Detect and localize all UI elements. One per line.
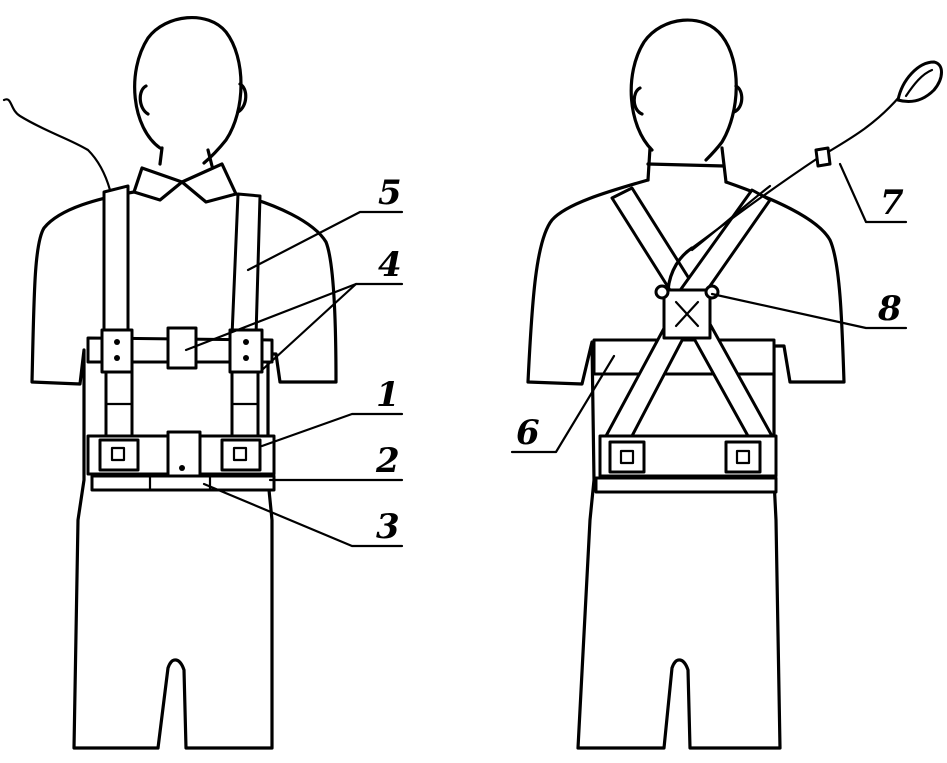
back-ear-right xyxy=(732,84,744,114)
back-lanyard-loop-inner xyxy=(904,68,934,98)
back-body-outline xyxy=(526,178,846,750)
leader-6 xyxy=(510,354,616,454)
back-belt-ring-right-inner xyxy=(735,449,751,465)
callout-2: 2 xyxy=(375,441,400,481)
front-ear-right xyxy=(236,82,248,114)
front-adjuster-left-dot xyxy=(114,339,120,345)
front-neck-right xyxy=(206,148,214,168)
front-belt-ring-left xyxy=(98,438,140,472)
back-lanyard-loop xyxy=(896,60,943,104)
front-central-buckle-dot xyxy=(179,465,185,471)
front-belt-ring-right xyxy=(220,438,262,472)
front-shoulder-strap-left xyxy=(102,184,130,338)
front-adjuster-right xyxy=(228,328,264,374)
back-figure xyxy=(526,18,943,750)
leader-8 xyxy=(710,292,908,330)
back-lanyard-2 xyxy=(690,184,772,252)
front-collar xyxy=(132,162,238,204)
back-upper-belt xyxy=(592,338,776,376)
back-lanyard-snap xyxy=(814,146,832,168)
leader-3 xyxy=(202,482,404,548)
front-adjuster-right-dot xyxy=(243,339,249,345)
front-leaders xyxy=(184,210,404,548)
back-callouts: 7 8 6 xyxy=(516,183,904,453)
back-dring-plate-stitch xyxy=(674,300,700,328)
front-chest-buckle xyxy=(166,326,198,370)
leader-4b xyxy=(260,282,358,372)
leader-7 xyxy=(838,162,908,224)
callout-5: 5 xyxy=(378,173,402,213)
front-callouts: 5 4 1 2 3 xyxy=(375,173,402,547)
leader-1 xyxy=(260,412,404,448)
front-adjuster-right-dot2 xyxy=(243,355,249,361)
callout-4: 4 xyxy=(378,245,402,285)
back-bottom-strap xyxy=(594,476,778,494)
callout-1: 1 xyxy=(376,375,400,415)
back-dring-left xyxy=(654,284,670,300)
callout-3: 3 xyxy=(376,507,400,547)
front-figure xyxy=(2,15,338,750)
back-ring-loop xyxy=(666,246,694,292)
front-ear-left xyxy=(138,84,150,116)
callout-8: 8 xyxy=(877,289,902,329)
front-head xyxy=(133,15,243,165)
back-belt-ring-right xyxy=(724,440,762,474)
front-adjuster-left-dot2 xyxy=(114,355,120,361)
front-body-outline xyxy=(30,190,338,750)
front-adjuster-left xyxy=(100,328,134,374)
leader-5 xyxy=(246,210,404,272)
front-belt-ring-right-inner xyxy=(232,446,248,462)
back-leaders xyxy=(510,162,908,454)
back-collar-line xyxy=(646,162,726,168)
back-belt-ring-left xyxy=(608,440,646,474)
front-rope xyxy=(2,98,112,192)
back-head xyxy=(629,18,738,162)
back-dring-right xyxy=(704,284,720,300)
front-bottom-strap xyxy=(90,474,276,492)
front-neck-left xyxy=(158,146,164,166)
back-belt-ring-left-inner xyxy=(619,449,635,465)
callout-6: 6 xyxy=(516,413,540,453)
back-ear-left xyxy=(632,86,644,116)
front-belt-ring-left-inner xyxy=(110,446,126,462)
callout-7: 7 xyxy=(880,183,904,223)
